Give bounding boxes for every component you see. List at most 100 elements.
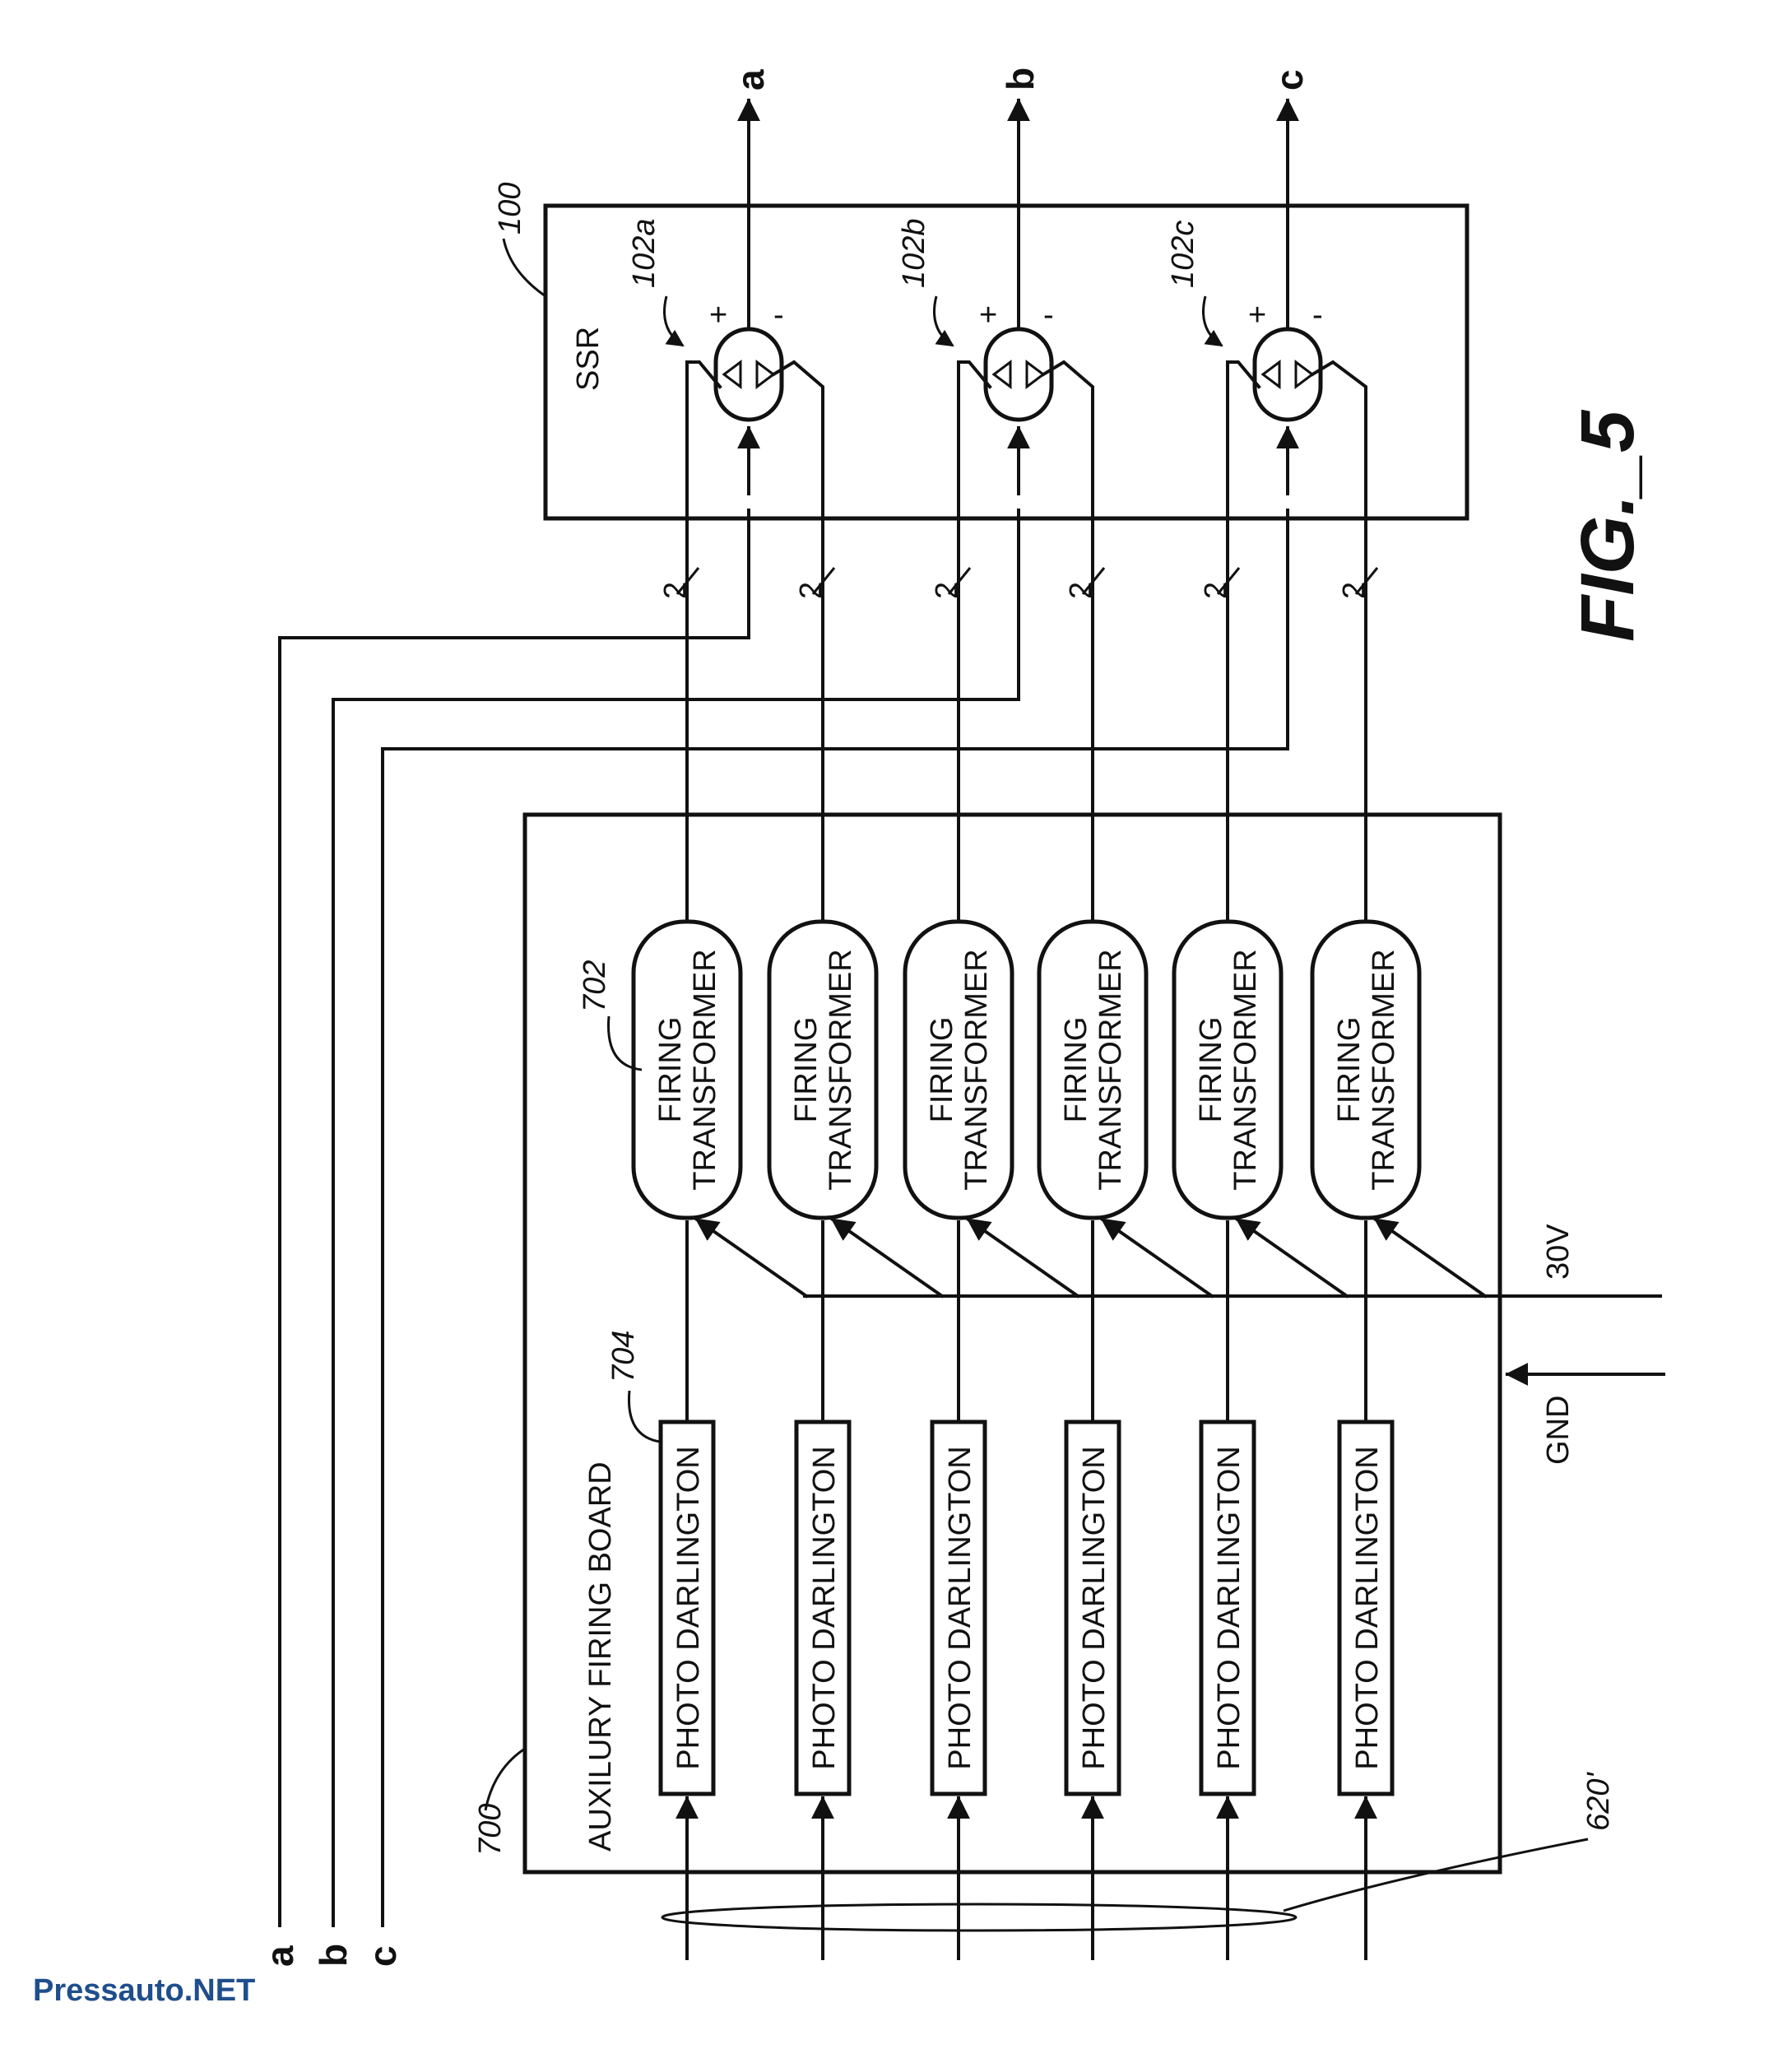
photo-darlington (930, 1419, 987, 1796)
supply-feed-arrow (966, 1217, 1080, 1299)
bus-tick (675, 567, 700, 595)
ssr-ref: 100 (493, 183, 527, 235)
photo-darlington-label: PHOTO DARLINGTON (807, 1446, 842, 1769)
scr-symbol (1260, 360, 1281, 389)
firing-transformer-line1: FIRING (925, 1017, 959, 1123)
channel-ref-a: 102a (627, 218, 662, 288)
output-label-c: c (1268, 69, 1311, 91)
firing-transformer-line1: FIRING (1332, 1017, 1367, 1123)
supply-feed-arrow (694, 1217, 809, 1299)
firing-transformer-line2: TRANSFORMER (1228, 949, 1263, 1190)
firing-transformer-line1: FIRING (1194, 1017, 1228, 1123)
firing-transformer-ref-leader (607, 1015, 643, 1071)
photo-darlington-label: PHOTO DARLINGTON (1077, 1446, 1112, 1769)
ssr-box (543, 203, 1469, 521)
photo-darlington (1064, 1419, 1121, 1796)
channel-ref-leader (933, 295, 954, 347)
photo-darlington-label: PHOTO DARLINGTON (1212, 1446, 1247, 1769)
firing-transformer-line2: TRANSFORMER (688, 949, 722, 1190)
bus-tick (1081, 567, 1106, 595)
output-label-a: a (729, 69, 772, 91)
channel-ref-b: 102b (897, 218, 931, 288)
photo-darlington-ref: 704 (606, 1331, 641, 1382)
scr-symbol (722, 360, 742, 389)
gate-drive-wire (957, 360, 992, 923)
firing-transformer-line2: TRANSFORMER (959, 949, 994, 1190)
phase-wire-a (278, 509, 750, 1927)
supply-feed-arrow (1100, 1217, 1214, 1299)
scr-symbol (1025, 360, 1046, 389)
photo-darlington-label: PHOTO DARLINGTON (671, 1446, 706, 1769)
thyristor-pair-b (983, 327, 1054, 422)
thyristor-pair-c (1252, 327, 1323, 422)
gnd-label: GND (1541, 1396, 1576, 1465)
firing-transformer-line1: FIRING (1059, 1017, 1093, 1123)
bus-count-label: 2 (1064, 582, 1098, 599)
scr-symbol (1294, 360, 1315, 389)
bus-tick (811, 567, 836, 595)
scr-symbol (991, 360, 1012, 389)
minus-sign: - (773, 298, 784, 332)
minus-sign: - (1043, 298, 1054, 332)
photo-darlington-ref-leader (627, 1390, 661, 1443)
ssr-channel-b: b + - 102b (897, 67, 1054, 495)
phase-ref-line-c: c (361, 509, 1289, 1967)
bus-tick (1354, 567, 1379, 595)
bus-count-label: 2 (930, 582, 964, 599)
ssr-ref-leader (502, 238, 546, 298)
bus-count-label: 2 (1199, 582, 1233, 599)
firing-transformer-ref: 702 (578, 960, 612, 1012)
phase-label-a: a (258, 1945, 301, 1967)
plus-sign: + (709, 298, 727, 332)
bus-count-label: 2 (1337, 582, 1372, 599)
ssr-channel-a: a + - 102a (627, 69, 784, 495)
firing-transformer-line2: TRANSFORMER (1093, 949, 1128, 1190)
phase-label-c: c (361, 1945, 404, 1967)
bus-tick (1216, 567, 1241, 595)
supply-feed-arrow (1373, 1217, 1488, 1299)
firing-transformer-line1: FIRING (653, 1017, 688, 1123)
supply-30v-label: 30V (1541, 1224, 1576, 1280)
phase-wire-c (381, 509, 1289, 1927)
watermark: Pressauto.NET (33, 1973, 256, 2008)
input-bundle-leader (1283, 1838, 1589, 1912)
thyristor-pair-a (713, 327, 784, 422)
supply-feed-arrow (1235, 1217, 1349, 1299)
output-label-b: b (999, 67, 1042, 91)
gate-drive-wire (1041, 360, 1094, 923)
phase-ref-line-b: b (312, 509, 1020, 1967)
firing-transformer-line2: TRANSFORMER (824, 949, 858, 1190)
bus-count-label: 2 (658, 582, 693, 599)
gate-drive-wire (1226, 360, 1261, 923)
plus-sign: + (1248, 298, 1266, 332)
phase-ref-line-a: a (258, 509, 750, 1967)
ssr-label: SSR (571, 327, 606, 391)
phase-label-b: b (312, 1944, 355, 1967)
channel-ref-leader (663, 295, 685, 347)
photo-darlington-label: PHOTO DARLINGTON (1350, 1446, 1385, 1769)
bus-count-label: 2 (794, 582, 829, 599)
gate-drive-wire (1310, 360, 1367, 923)
firing-board-ref-leader (484, 1747, 526, 1811)
photo-darlington-label: PHOTO DARLINGTON (943, 1446, 977, 1769)
phase-wire-b (332, 509, 1020, 1927)
firing-board-ref: 700 (473, 1804, 508, 1856)
bus-tick (947, 567, 972, 595)
minus-sign: - (1312, 298, 1323, 332)
supply-feed-arrow (830, 1217, 945, 1299)
plus-sign: + (979, 298, 997, 332)
figure-label: FIG._5 (1566, 409, 1650, 642)
gate-drive-wire (685, 360, 722, 923)
input-bundle (661, 1903, 1298, 1932)
ssr-channel-c: c+-102c (1166, 69, 1323, 495)
gate-drive-wire (771, 360, 824, 923)
firing-transformer-line1: FIRING (789, 1017, 824, 1123)
photo-darlington (658, 1419, 716, 1796)
input-bundle-ref: 620' (1581, 1772, 1616, 1831)
scr-symbol (755, 360, 776, 389)
